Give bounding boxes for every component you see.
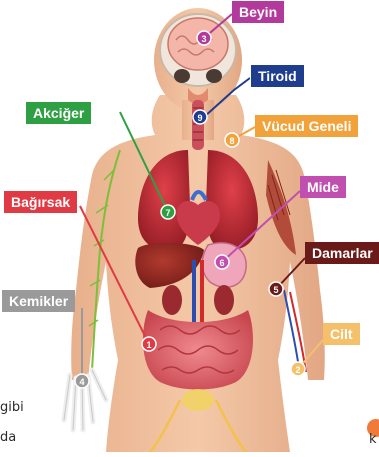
svg-text:8: 8: [229, 136, 234, 146]
label-akciger: Akciğer: [26, 102, 91, 124]
marker-vucud: 8: [225, 133, 239, 147]
marker-cilt: 2: [291, 362, 305, 376]
label-cilt: Cilt: [323, 323, 360, 345]
marker-tiroid: 9: [193, 110, 207, 124]
svg-text:3: 3: [201, 34, 206, 44]
svg-text:5: 5: [273, 285, 278, 295]
marker-kemikler: 4: [75, 374, 89, 388]
label-kemikler: Kemikler: [2, 290, 75, 312]
label-damarlar: Damarlar: [305, 242, 379, 264]
svg-text:1: 1: [146, 340, 151, 350]
edge-text-gibi: gibi: [0, 400, 24, 415]
svg-text:6: 6: [219, 258, 224, 268]
marker-beyin: 3: [197, 31, 211, 45]
label-bagirsak: Bağırsak: [4, 191, 77, 213]
svg-text:9: 9: [197, 113, 202, 123]
marker-damarlar: 5: [269, 282, 283, 296]
edge-text-k: k: [369, 432, 377, 447]
svg-text:4: 4: [79, 377, 84, 387]
label-vucud: Vücud Geneli: [255, 115, 358, 137]
marker-akciger: 7: [161, 205, 175, 219]
label-mide: Mide: [300, 176, 346, 198]
svg-text:7: 7: [165, 208, 170, 218]
marker-mide: 6: [215, 255, 229, 269]
edge-text-da: da: [0, 430, 16, 445]
label-tiroid: Tiroid: [250, 64, 305, 88]
svg-text:2: 2: [295, 365, 300, 375]
trachea: [192, 100, 204, 150]
label-beyin: Beyin: [232, 1, 284, 23]
marker-bagirsak: 1: [142, 337, 156, 351]
